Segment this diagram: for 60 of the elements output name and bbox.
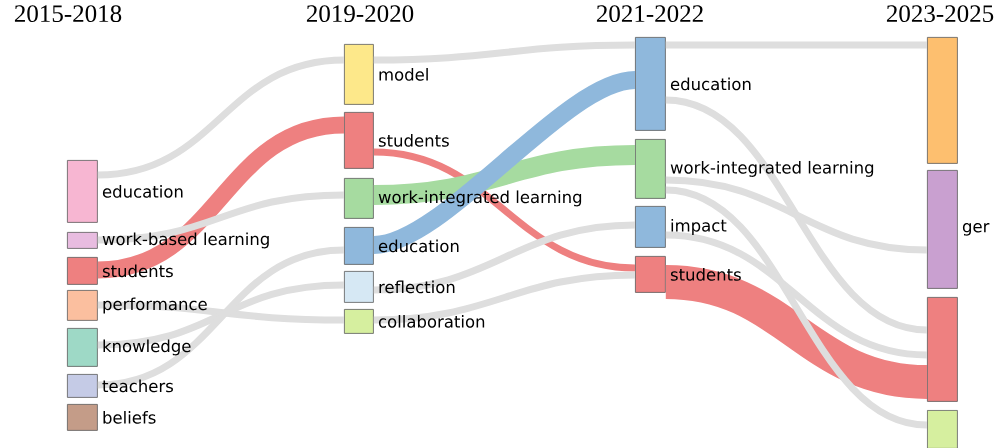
topic-label: education	[378, 239, 459, 253]
topic-bar	[927, 410, 958, 448]
flow-band	[373, 221, 636, 294]
topic-label: ger	[962, 223, 990, 236]
topic-box	[344, 178, 374, 219]
flow-band	[373, 145, 636, 205]
topic-label: reflection	[379, 280, 455, 294]
topic-box	[635, 139, 666, 199]
topic-box	[67, 232, 98, 249]
topic-label: students	[102, 264, 173, 278]
topic-box	[67, 374, 98, 398]
topic-label: students	[670, 268, 741, 281]
flow-band	[665, 41, 927, 49]
topic-label: impact	[671, 218, 727, 235]
topic-label: work-based learning	[102, 232, 269, 249]
flow-band	[372, 71, 637, 254]
flow-band	[97, 281, 345, 349]
flow-band	[97, 301, 345, 324]
topic-bar	[927, 297, 958, 402]
topic-label: model	[379, 68, 428, 81]
topic-box	[344, 44, 374, 105]
flow-band	[373, 148, 636, 272]
flow-band	[373, 271, 636, 324]
flow-band	[96, 116, 345, 279]
topic-box	[635, 256, 666, 293]
topic-label: teachers	[102, 379, 173, 393]
topic-box	[635, 37, 666, 131]
column-title: 2015-2018	[14, 5, 122, 23]
flow-band	[373, 41, 636, 64]
topic-label: students	[378, 134, 449, 147]
topic-label: performance	[103, 297, 207, 314]
topic-bar	[927, 37, 958, 164]
topic-box	[344, 112, 374, 169]
topic-label: work-integrated learning	[670, 160, 874, 177]
topic-label: knowledge	[103, 339, 191, 356]
flow-band	[665, 186, 928, 429]
topic-box	[67, 404, 98, 431]
topic-box	[927, 170, 958, 289]
topic-box	[344, 227, 374, 265]
topic-box	[344, 271, 374, 303]
column-title: 2023-2025	[886, 5, 994, 23]
topic-box	[67, 257, 98, 285]
topic-box	[344, 309, 374, 334]
topic-box	[67, 160, 98, 223]
flow-band	[97, 191, 345, 244]
topic-label: work-integrated learning	[378, 190, 582, 207]
topic-box	[635, 206, 666, 248]
flow-band	[665, 96, 928, 334]
topic-label: education	[670, 77, 751, 91]
flow-band	[97, 246, 345, 389]
topic-box	[67, 328, 98, 367]
topic-label: education	[102, 185, 183, 198]
flow-band	[665, 231, 928, 359]
column-title: 2021-2022	[596, 5, 703, 23]
flow-band	[97, 56, 345, 179]
topic-label: beliefs	[103, 411, 156, 424]
flow-band	[664, 265, 929, 399]
flow-band	[665, 176, 928, 254]
topic-box	[67, 290, 98, 321]
topic-label: collaboration	[378, 315, 485, 328]
